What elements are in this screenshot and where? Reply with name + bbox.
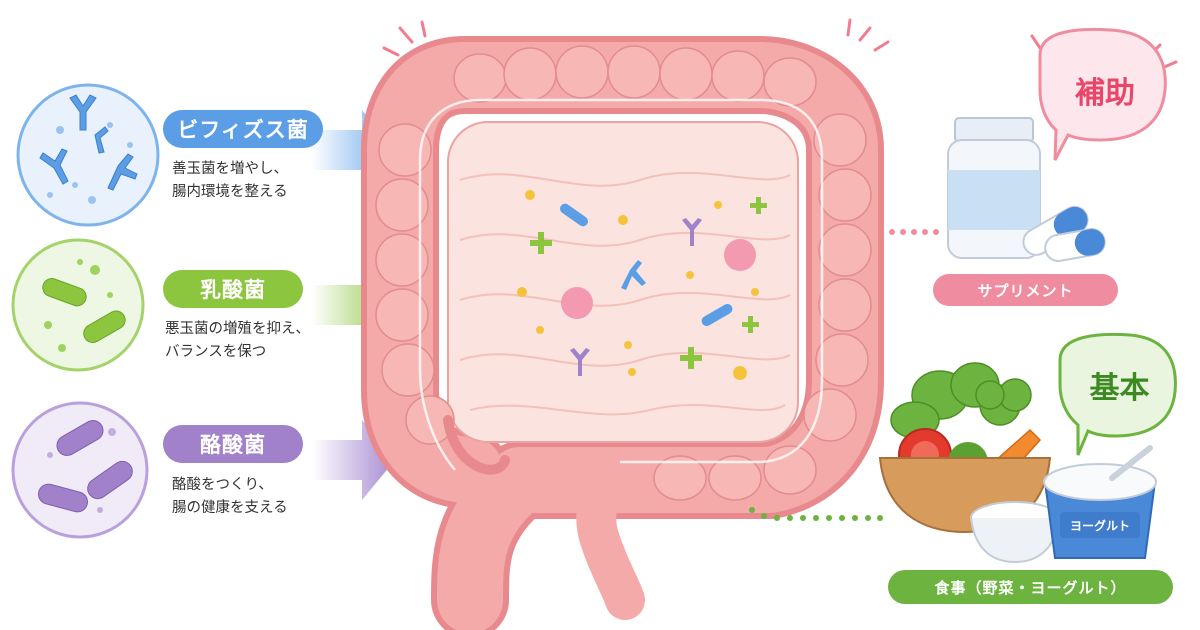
lactobacillus-description: 悪玉菌の増殖を抑え、 バランスを保つ [165,321,310,360]
supplement-speech-bubble [1038,27,1167,161]
bifidobacteria-circle [16,83,160,227]
food-label: 食事（野菜・ヨーグルト） [888,570,1173,604]
butyric-acid-bacteria-circle [11,401,149,539]
food-illustration [749,332,1177,564]
supplement-bubble-text: 補助 [1075,76,1135,111]
intestine-illustration [361,18,890,630]
supplement-label: サプリメント [933,274,1118,306]
lactobacillus-label: 乳酸菌 [163,270,303,308]
butyric-acid-bacteria-description: 酪酸をつくり、 腸の健康を支える [172,477,288,516]
lactobacillus-circle [11,238,145,372]
yogurt-package-label: ヨーグルト [1069,518,1130,533]
food-speech-bubble [1058,332,1177,456]
food-bubble-text: 基本 [1089,371,1150,406]
butyric-acid-bacteria-label: 酪酸菌 [163,425,303,463]
bifidobacteria-description: 善玉菌を増やし、 腸内環境を整える [172,161,288,200]
bifidobacteria-label: ビフィズス菌 [163,110,323,148]
supplement-illustration [889,27,1178,262]
